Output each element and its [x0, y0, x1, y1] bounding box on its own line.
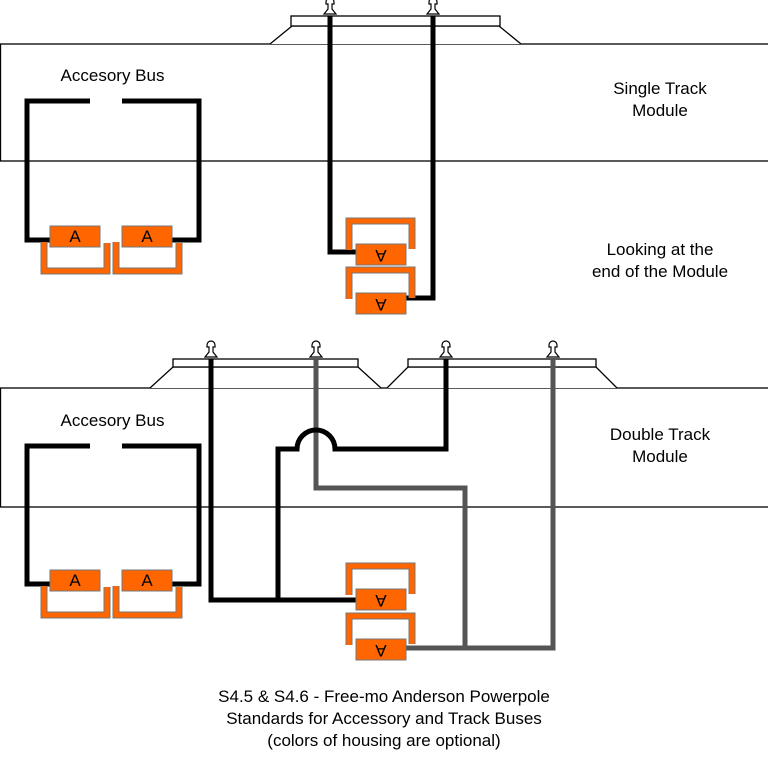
- caption: S4.5 & S4.6 - Free-mo Anderson Powerpole…: [0, 686, 768, 752]
- module-label-line: Double Track: [609, 425, 711, 444]
- tie: [407, 358, 597, 368]
- track-feeder-wire-grey: [404, 359, 556, 651]
- ballast: [386, 366, 618, 389]
- accessory-bus-wire: [24, 443, 90, 587]
- rail-icon: [323, 0, 337, 15]
- module-label: Single Track Module: [580, 78, 740, 122]
- connector-letter: A: [141, 571, 153, 590]
- track-feeder-wire: [404, 16, 436, 301]
- powerpole-connector: [355, 588, 407, 611]
- module-label-line: Module: [632, 101, 688, 120]
- caption-line: (colors of housing are optional): [267, 731, 501, 750]
- accessory-bus-wire: [122, 443, 202, 587]
- note-line: end of the Module: [591, 262, 729, 281]
- caption-line: S4.5 & S4.6 - Free-mo Anderson Powerpole: [218, 687, 550, 706]
- tie: [172, 358, 359, 368]
- powerpole-connector: [121, 225, 173, 248]
- view-note: Looking at the end of the Module: [570, 239, 750, 283]
- caption-line: Standards for Accessory and Track Buses: [226, 709, 542, 728]
- ballast: [149, 366, 382, 389]
- accessory-bus-label: Accesory Bus: [60, 411, 165, 430]
- track-feeder-wire: [208, 359, 358, 603]
- accessory-bus-wire: [122, 98, 202, 243]
- note-line: Looking at the: [606, 240, 714, 259]
- powerpole-connector: [355, 638, 407, 661]
- single-track-module: [0, 0, 768, 315]
- connector-letter-inverted: A: [375, 295, 387, 314]
- connector-letter-inverted: A: [375, 246, 387, 265]
- powerpole-connector: [49, 569, 101, 592]
- track-feeder-wire-crossover: [275, 359, 449, 600]
- rail-icon: [546, 340, 560, 358]
- connector-letter: A: [69, 571, 81, 590]
- connector-letter-inverted: A: [375, 641, 387, 660]
- powerpole-connector: [121, 569, 173, 592]
- rail-icon: [439, 340, 453, 358]
- tie: [290, 15, 501, 27]
- rail-icon: [309, 340, 323, 358]
- double-track-module: [0, 340, 768, 661]
- connector-letter: A: [69, 227, 81, 246]
- powerpole-connector: [355, 243, 407, 266]
- track-feeder-wire: [327, 16, 358, 255]
- module-label-line: Module: [632, 447, 688, 466]
- connector-letter-inverted: A: [375, 591, 387, 610]
- track-feeder-wire-grey: [313, 359, 468, 648]
- connector-letter: A: [141, 227, 153, 246]
- rail-icon: [426, 0, 440, 15]
- module-label-line: Single Track: [613, 79, 707, 98]
- accessory-bus-wire: [24, 98, 90, 243]
- rail-icon: [204, 340, 218, 358]
- module-label: Double Track Module: [580, 424, 740, 468]
- accessory-bus-label: Accesory Bus: [60, 66, 165, 85]
- ballast: [269, 25, 522, 45]
- powerpole-connector: [49, 225, 101, 248]
- powerpole-connector: [355, 292, 407, 315]
